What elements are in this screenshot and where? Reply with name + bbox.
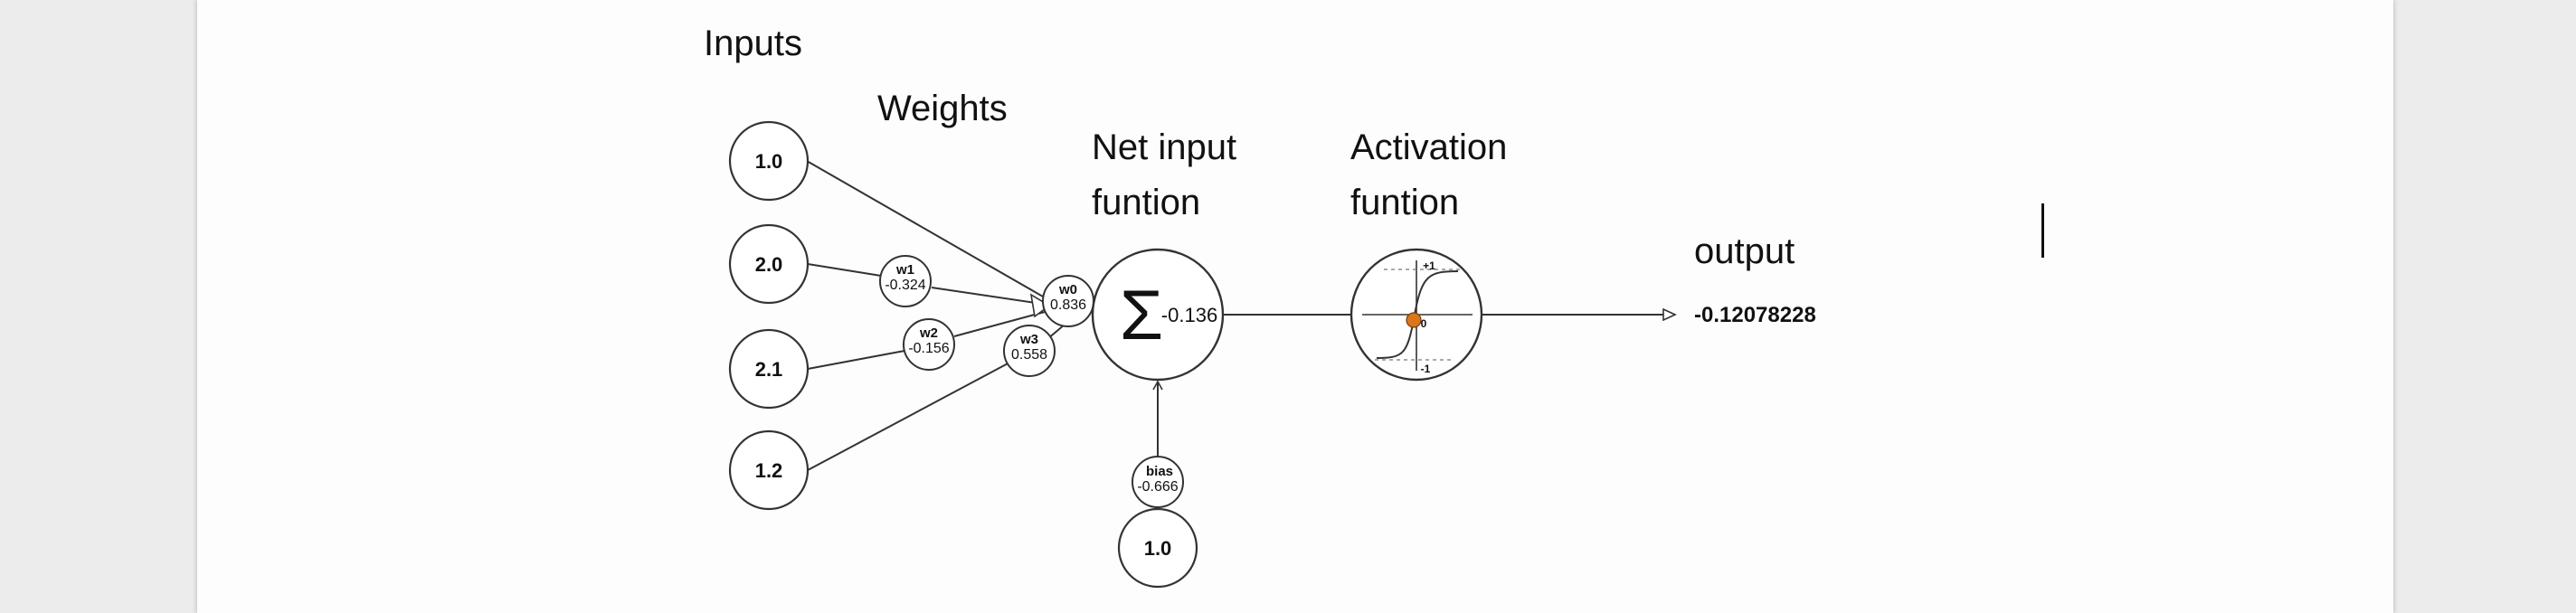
activation-heading-line2: funtion	[1350, 183, 1460, 222]
weight-node-w2	[903, 318, 955, 371]
bias-value: -0.666	[1137, 479, 1178, 495]
sum-value: -0.136	[1161, 304, 1217, 326]
weight-name-w1: w1	[895, 262, 914, 278]
edge-input4-w3	[807, 361, 1012, 471]
document-page	[197, 0, 2393, 613]
edge-w2-w0	[953, 311, 1046, 337]
weight-value-w0: 0.836	[1050, 297, 1086, 313]
activation-heading-line1: Activation	[1350, 127, 1508, 167]
activation-tick-origin: 0	[1421, 317, 1427, 330]
summation-node	[1091, 248, 1225, 382]
sigma-symbol: Σ	[1120, 275, 1163, 354]
w0-arrowhead	[1029, 293, 1051, 318]
edge-input3-w2	[807, 350, 905, 370]
weight-value-w2: -0.156	[908, 341, 949, 356]
weight-name-w2: w2	[919, 325, 938, 341]
bias-name: bias	[1146, 464, 1173, 479]
edge-input2-w1	[807, 263, 882, 277]
input-value-3: 2.1	[755, 358, 783, 381]
inputs-heading: Inputs	[704, 24, 802, 63]
weights-heading: Weights	[877, 89, 1008, 128]
input-value-1: 1.0	[755, 150, 783, 173]
net-input-heading-line2: funtion	[1092, 183, 1201, 222]
edge-input1-w0	[806, 160, 1050, 301]
output-heading: output	[1694, 231, 1795, 271]
activation-tick-top: +1	[1423, 259, 1435, 272]
bias-node	[1132, 456, 1184, 508]
net-input-heading-line1: Net input	[1092, 127, 1237, 167]
input-node-3	[728, 328, 810, 410]
text-cursor	[2041, 203, 2044, 258]
input-value-4: 1.2	[755, 459, 783, 482]
bias-input-value: 1.0	[1144, 537, 1172, 560]
weight-name-w0: w0	[1058, 282, 1077, 297]
weight-name-w3: w3	[1019, 332, 1038, 347]
weight-node-w3	[1003, 325, 1056, 377]
bias-input-node	[1117, 507, 1198, 589]
input-node-4	[728, 429, 810, 511]
activation-tick-bottom: -1	[1421, 363, 1431, 375]
weight-value-w3: 0.558	[1011, 347, 1047, 363]
output-value: -0.12078228	[1694, 303, 1816, 327]
input-node-1	[728, 120, 810, 202]
activation-point	[1406, 312, 1422, 328]
edge-w1-w0	[931, 287, 1048, 306]
input-node-2	[728, 223, 810, 305]
weight-node-w1	[879, 255, 932, 307]
input-value-2: 2.0	[755, 253, 783, 276]
weight-value-w1: -0.324	[885, 278, 925, 293]
